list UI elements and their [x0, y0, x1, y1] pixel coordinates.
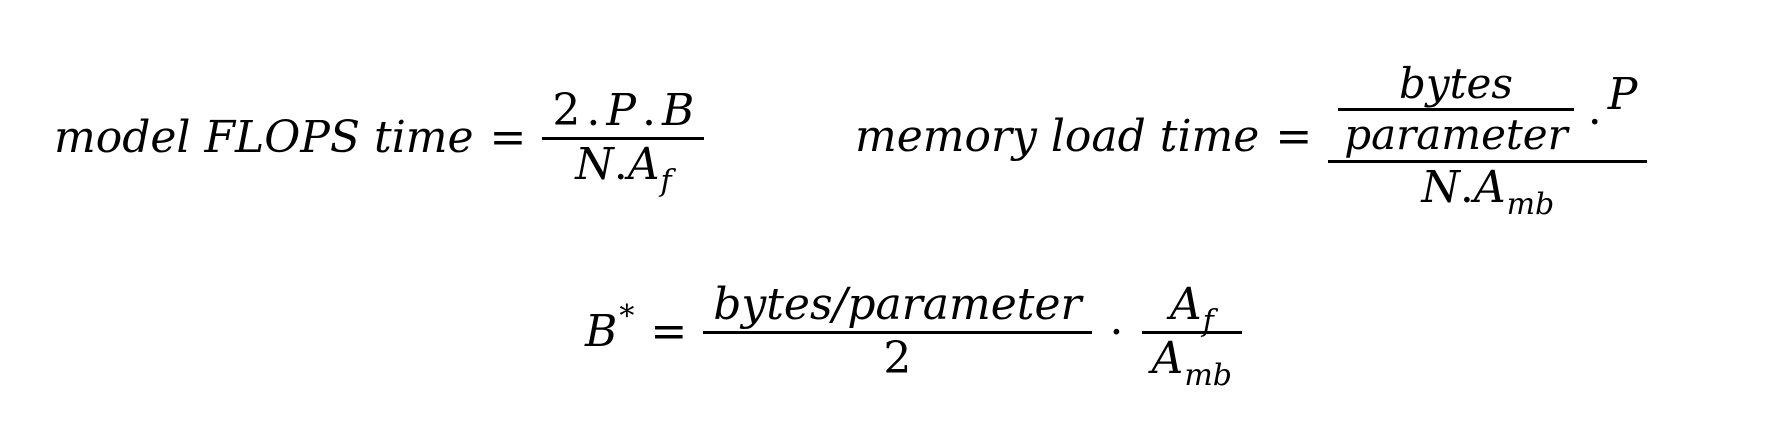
memory-num-dot: .	[1587, 83, 1602, 135]
bstar-frac2-num-A: A	[1169, 279, 1202, 330]
memory-equals: =	[1275, 110, 1313, 162]
memory-den-A: A	[1473, 161, 1506, 213]
memory-den-N: N	[1421, 161, 1460, 213]
bstar-equals: =	[650, 306, 688, 358]
memory-inner-numerator: bytes	[1399, 59, 1513, 108]
bstar-fraction-1: bytes/parameter 2	[703, 279, 1092, 384]
flops-num-dot-2: .	[642, 85, 657, 136]
flops-num-P: P	[606, 85, 637, 136]
bstar-B: B	[585, 306, 618, 358]
flops-numerator: 2 . P . B	[542, 85, 704, 137]
flops-equals: =	[489, 112, 527, 164]
equation-memory-load-time: memory load time = bytes parameter . P N…	[855, 59, 1648, 221]
bstar-multiply-dot: ·	[1109, 306, 1124, 358]
memory-inner-denominator: parameter	[1344, 110, 1568, 160]
equation-model-flops-time: model FLOPS time = 2 . P . B N . A f	[54, 85, 705, 198]
memory-den-A-subscript: mb	[1506, 186, 1555, 222]
memory-outer-fraction-bar	[1328, 159, 1648, 163]
bstar-frac2-den-subscript: mb	[1184, 357, 1232, 393]
memory-inner-fraction-bar	[1338, 108, 1574, 112]
flops-den-A-subscript: f	[660, 163, 672, 199]
bstar-frac2-den-A: A	[1151, 332, 1184, 384]
bstar-B-superscript: *	[619, 298, 635, 334]
bstar-fraction-2: A f A mb	[1141, 279, 1242, 392]
flops-denominator: N . A f	[565, 138, 681, 198]
bstar-frac1-numerator: bytes/parameter	[713, 279, 1082, 330]
memory-lhs: memory load time	[855, 110, 1260, 162]
bstar-frac2-bar	[1141, 330, 1242, 334]
memory-outer-numerator: bytes parameter . P	[1328, 59, 1647, 160]
flops-fraction: 2 . P . B N . A f	[542, 85, 705, 198]
bstar-frac1-bar	[703, 330, 1092, 334]
bstar-frac1-denominator: 2	[883, 332, 912, 384]
bstar-frac2-denominator: A mb	[1142, 332, 1242, 392]
bstar-frac2-num-subscript: f	[1202, 304, 1214, 339]
bstar-frac2-numerator: A f	[1160, 279, 1224, 338]
equation-b-star: B * = bytes/parameter 2 · A f A mb	[585, 279, 1242, 392]
memory-outer-denominator: N . A mb	[1411, 161, 1564, 221]
flops-fraction-bar	[542, 136, 705, 140]
flops-num-2: 2	[552, 85, 581, 136]
memory-num-P: P	[1607, 69, 1638, 120]
memory-inner-fraction: bytes parameter	[1338, 59, 1574, 160]
flops-den-A: A	[627, 138, 660, 190]
memory-outer-fraction: bytes parameter . P N . A mb	[1328, 59, 1648, 221]
memory-den-dot: .	[1459, 161, 1474, 213]
flops-lhs: model FLOPS time	[54, 112, 474, 164]
flops-den-dot: .	[613, 138, 628, 190]
flops-num-B: B	[662, 85, 695, 136]
flops-den-N: N	[575, 138, 614, 190]
flops-num-dot-1: .	[586, 85, 601, 136]
